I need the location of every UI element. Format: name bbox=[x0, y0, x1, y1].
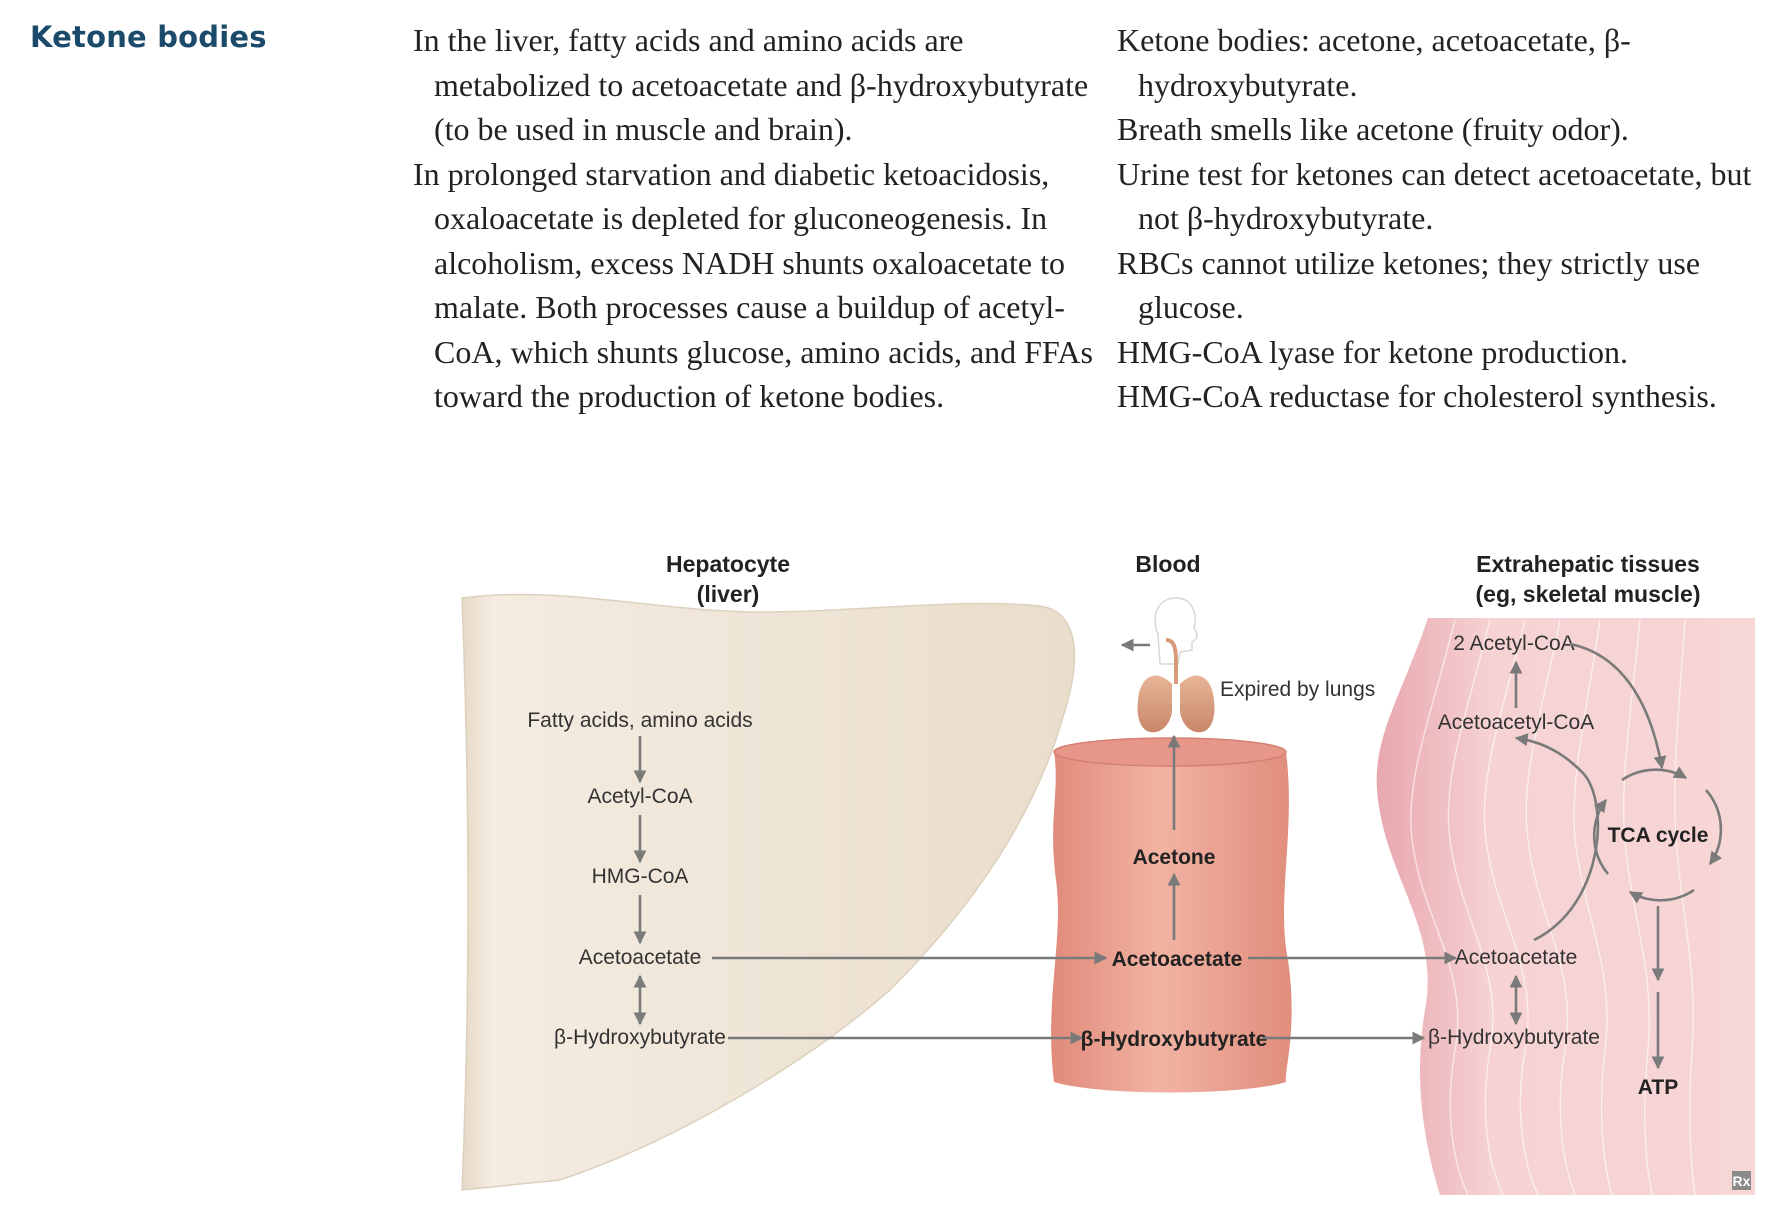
tca-cycle bbox=[1592, 766, 1723, 904]
tca-cycle-label: TCA cycle bbox=[1608, 824, 1709, 847]
hepatocyte-subtitle: (liver) bbox=[697, 581, 760, 607]
blood-acetone-label: Acetone bbox=[1133, 846, 1216, 869]
left-paragraph-2: In prolonged starvation and diabetic ket… bbox=[413, 155, 1093, 415]
right-line-1: Ketone bodies: acetone, acetoacetate, β-… bbox=[1117, 22, 1631, 103]
rx-logo-icon bbox=[1732, 1171, 1751, 1190]
lungs-icon bbox=[1137, 597, 1215, 733]
blood-vessel-top bbox=[1053, 737, 1287, 767]
liver-shape bbox=[461, 593, 1076, 1191]
left-text-column: In the liver, fatty acids and amino acid… bbox=[413, 18, 1093, 419]
blood-acetoacetate-label: Acetoacetate bbox=[1112, 948, 1243, 971]
extrahepatic-title: Extrahepatic tissues bbox=[1476, 551, 1700, 577]
extrahepatic-subtitle: (eg, skeletal muscle) bbox=[1476, 581, 1701, 607]
left-paragraph-1: In the liver, fatty acids and amino acid… bbox=[413, 22, 1089, 147]
right-text-column: Ketone bodies: acetone, acetoacetate, β-… bbox=[1117, 18, 1777, 419]
liver-bhb-label: β-Hydroxybutyrate bbox=[554, 1026, 726, 1049]
arrow-acetoacetate-to-acetoacetyl bbox=[1514, 733, 1600, 942]
liver-acetyl-coa-label: Acetyl-CoA bbox=[587, 785, 692, 808]
right-line-5: HMG-CoA lyase for ketone production. bbox=[1117, 333, 1629, 370]
liver-hmg-coa-label: HMG-CoA bbox=[592, 865, 689, 888]
atp-label: ATP bbox=[1638, 1076, 1678, 1099]
muscle-2-acetyl-coa-label: 2 Acetyl-CoA bbox=[1453, 632, 1574, 655]
right-line-2: Breath smells like acetone (fruity odor)… bbox=[1117, 111, 1629, 147]
liver-fatty-acids-label: Fatty acids, amino acids bbox=[527, 709, 752, 732]
muscle-acetoacetate-label: Acetoacetate bbox=[1455, 946, 1578, 969]
muscle-shape bbox=[1376, 618, 1755, 1195]
blood-bhb-label: β-Hydroxybutyrate bbox=[1081, 1028, 1268, 1051]
muscle-fibers bbox=[1410, 619, 1696, 1196]
muscle-acetoacetyl-coa-label: Acetoacetyl-CoA bbox=[1438, 711, 1594, 734]
section-heading: Ketone bodies bbox=[30, 20, 267, 54]
right-line-6: HMG-CoA reductase for cholesterol synthe… bbox=[1117, 378, 1717, 414]
right-line-3: Urine test for ketones can detect acetoa… bbox=[1117, 155, 1752, 237]
hepatocyte-title: Hepatocyte bbox=[666, 551, 790, 577]
blood-vessel bbox=[1051, 746, 1292, 1093]
muscle-bhb-label: β-Hydroxybutyrate bbox=[1428, 1026, 1600, 1049]
rx-logo-text: Rx bbox=[1733, 1173, 1751, 1189]
liver-acetoacetate-label: Acetoacetate bbox=[579, 946, 702, 969]
expired-by-lungs-label: Expired by lungs bbox=[1220, 678, 1375, 701]
right-line-4: RBCs cannot utilize ketones; they strict… bbox=[1117, 244, 1701, 326]
arrow-acetyl-to-tca bbox=[1569, 642, 1667, 770]
blood-title: Blood bbox=[1135, 551, 1200, 577]
